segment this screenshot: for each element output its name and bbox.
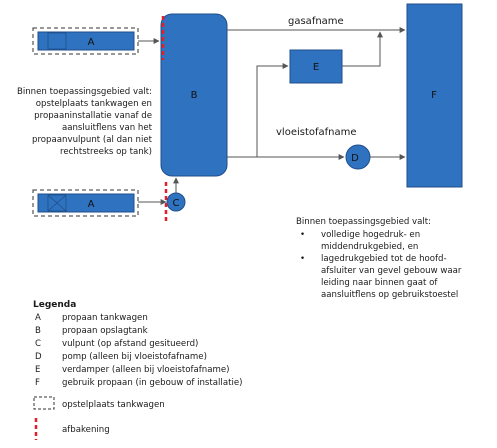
note-right-b1-line-0: lagedrukgebied tot de hoofd- [321,254,447,264]
tanker-a-top-label: A [88,37,95,48]
legend-text-5: gebruik propaan (in gebouw of installati… [62,378,242,388]
legend-key-2: C [35,339,41,349]
legend-text-4: verdamper (alleen bij vloeistofafname) [62,365,230,375]
tanker-a-bottom-cab-cross2 [47,194,67,212]
note-right-title: Binnen toepassingsgebied valt: [296,217,431,227]
note-right-b1-line-3: aansluitflens op gebruikstoestel [321,290,458,300]
line-branch-to-e [256,63,289,157]
note-right-b1-line-2: leiding naar binnen gaat of [321,278,438,288]
legend-text-3: pomp (alleen bij vloeistofafname) [62,352,207,362]
legend-dashed-box [33,396,55,410]
legend-text-1: propaan opslagtank [62,326,148,336]
note-right-b0-line-1: middendrukgebied, en [321,242,418,252]
tank-b-label: B [191,90,198,101]
legend-key-4: E [35,365,40,375]
note-right-bullet-0: • [300,230,305,240]
tanker-a-bottom-cab [47,194,67,212]
tanker-a-bottom [37,193,135,213]
tanker-area-top [32,27,139,55]
note-right: Binnen toepassingsgebied valt: • volledi… [296,217,462,300]
note-left: Binnen toepassingsgebied valt: opstelpla… [17,87,153,157]
tanker-area-bottom [32,189,139,217]
legend-key-0: A [35,313,41,323]
tanker-a-top [37,31,135,51]
pump-d-label: D [351,153,359,164]
label-gasafname: gasafname [288,16,344,27]
note-left-line-0: Binnen toepassingsgebied valt: [17,87,152,97]
note-right-bullet-1: • [300,254,305,264]
label-vloeistofafname: vloeistofafname [276,127,357,138]
legend-text-0: propaan tankwagen [62,313,148,323]
note-left-line-1: opstelplaats tankwagen en [36,99,152,109]
fillpoint-c-label: C [173,198,180,209]
note-left-line-5: rechtstreeks op tank) [60,147,152,157]
legend-red-line-text: afbakening [62,425,110,435]
building-f [406,3,463,188]
legend-key-3: D [35,352,42,362]
note-left-line-3: aansluitflens van het [62,123,153,133]
legend-title: Legenda [33,300,76,310]
legend: Legenda A propaan tankwagen B propaan op… [33,300,242,440]
vaporizer-e-label: E [313,62,319,73]
line-e-to-gas [342,31,383,67]
note-right-b0-line-0: volledige hogedruk- en [321,230,420,240]
legend-key-1: B [35,326,41,336]
tank-b [160,13,228,177]
note-left-line-2: propaaninstallatie vanaf de [34,111,152,121]
tanker-a-top-cab [47,32,67,50]
note-left-line-4: propaanvulpunt (al dan niet [32,135,153,145]
legend-text-2: vulpunt (op afstand gesitueerd) [62,339,198,349]
legend-key-5: F [35,378,40,388]
building-f-label: F [431,90,437,101]
legend-dashed-box-text: opstelplaats tankwagen [62,400,165,410]
note-right-b1-line-1: afsluiter van gevel gebouw waar [321,266,462,276]
tanker-a-bottom-label: A [88,199,95,210]
